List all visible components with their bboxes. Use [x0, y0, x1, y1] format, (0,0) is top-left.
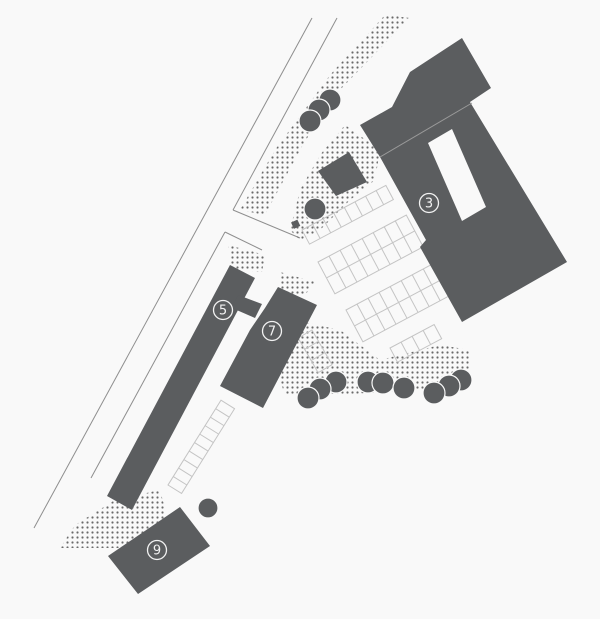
label-circle-icon — [261, 320, 283, 342]
small-building — [291, 152, 367, 229]
building-5 — [107, 265, 255, 510]
building-label-7: 7 — [261, 320, 283, 342]
road-lines — [33, 17, 338, 529]
label-circle-icon — [212, 299, 234, 321]
building-3 — [360, 38, 567, 322]
building-7 — [220, 287, 317, 408]
building-number: 7 — [268, 325, 276, 340]
parking-areas — [167, 184, 452, 495]
label-circle-icon — [146, 539, 168, 561]
building-label-9: 9 — [146, 539, 168, 561]
building-number: 3 — [425, 197, 433, 212]
building-label-3: 3 — [418, 192, 440, 214]
building-9 — [108, 507, 210, 594]
label-circle-icon — [418, 192, 440, 214]
trees — [197, 88, 473, 519]
building-5-7-connector — [232, 295, 262, 318]
building-label-5: 5 — [212, 299, 234, 321]
building-number: 5 — [219, 304, 227, 319]
building-number: 9 — [153, 544, 161, 559]
